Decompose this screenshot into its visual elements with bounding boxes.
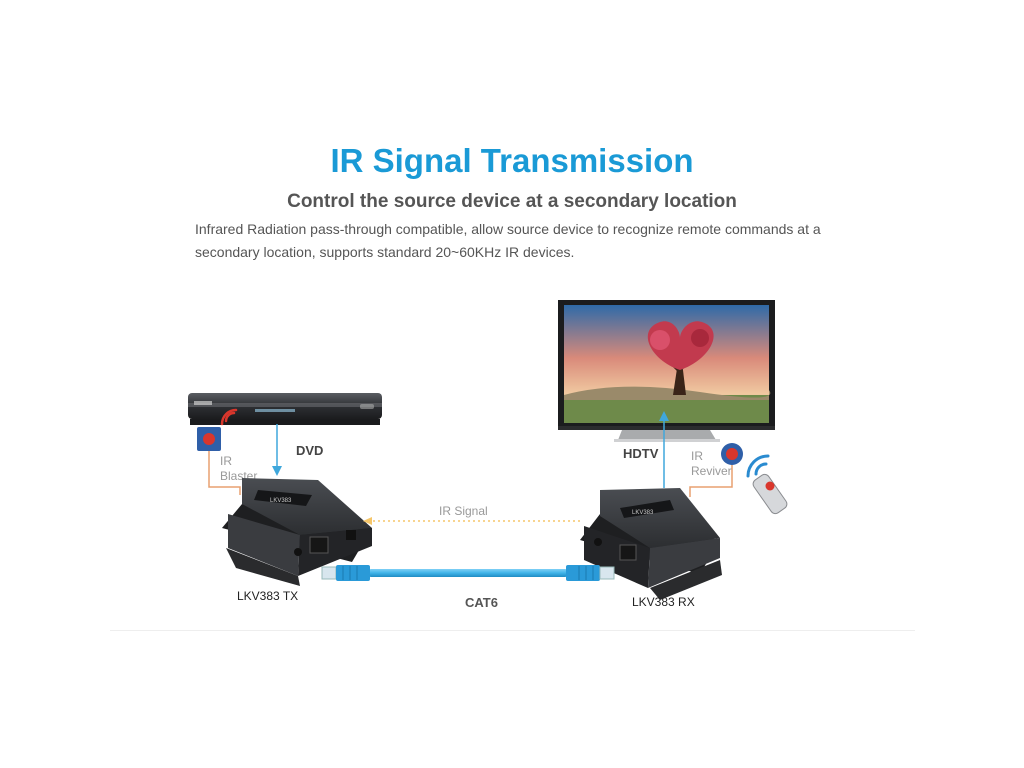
tx-label: LKV383 TX (237, 589, 298, 603)
extender-receiver: LKV383 (580, 488, 722, 600)
svg-text:LKV383: LKV383 (270, 498, 292, 504)
ir-blaster-label-line1: IR (220, 454, 232, 468)
rx-label: LKV383 RX (632, 595, 695, 609)
remote-waves-icon (748, 456, 768, 476)
remote-control-icon (751, 472, 789, 515)
ir-receiver-label-line1: IR (691, 449, 703, 463)
ir-blaster-icon (197, 427, 221, 451)
rj45-connector-icon (322, 565, 370, 581)
ir-receiver-icon (721, 443, 743, 465)
dvd-player (188, 393, 382, 425)
ir-signal-line (363, 517, 580, 525)
cat6-cable (322, 565, 614, 581)
ir-receiver-label-line2: Reviver (691, 464, 732, 478)
cable-label: CAT6 (465, 595, 498, 610)
ir-signal-label: IR Signal (439, 504, 488, 518)
dvd-label: DVD (296, 443, 323, 458)
rj45-connector-icon (566, 565, 614, 581)
hdtv-label: HDTV (623, 446, 659, 461)
dvd-output-arrow (272, 424, 282, 476)
divider (110, 630, 915, 631)
svg-text:LKV383: LKV383 (632, 510, 654, 516)
